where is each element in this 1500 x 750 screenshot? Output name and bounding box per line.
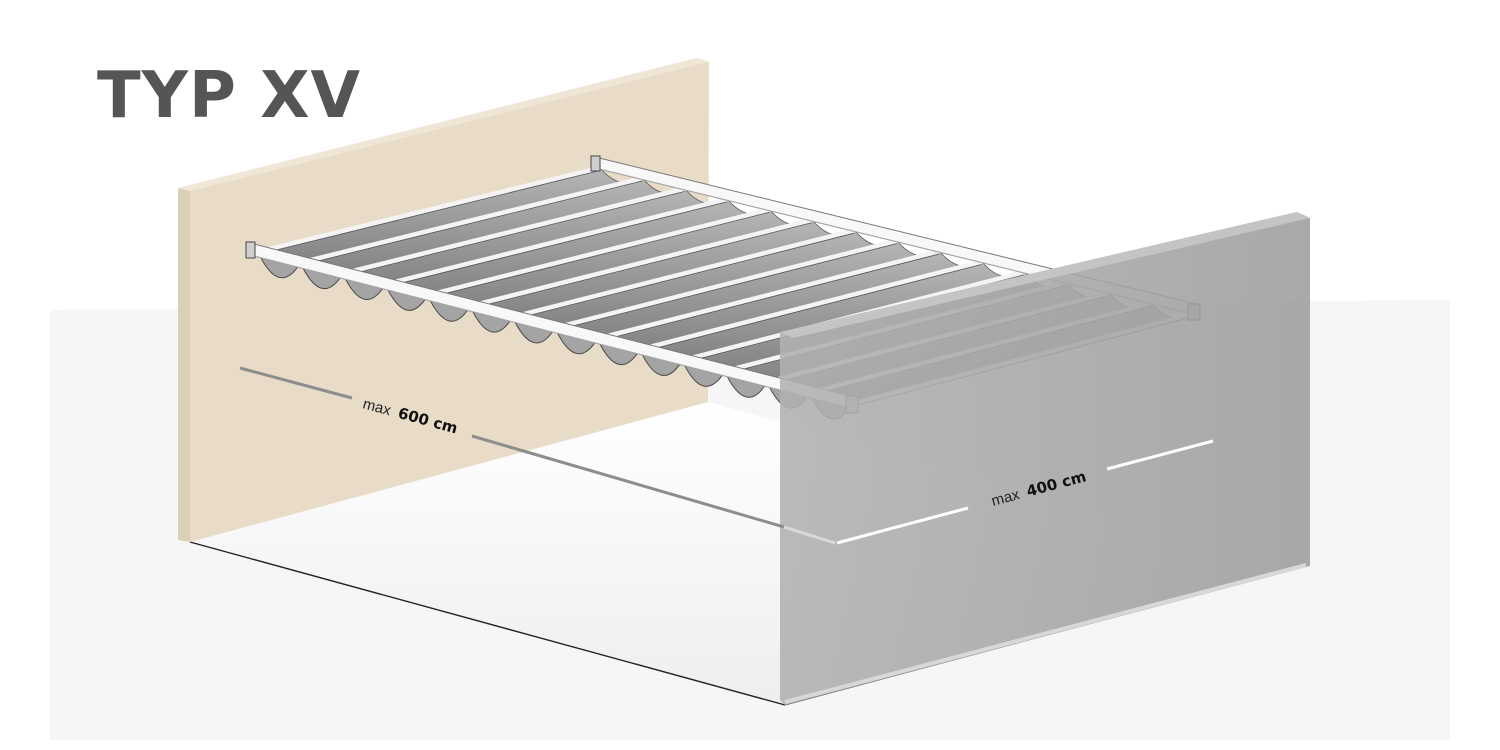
dimension-width-line-b — [1106, 439, 1214, 471]
slat-profile-bar — [554, 238, 898, 331]
slat-profile-bar — [639, 259, 983, 353]
rail-end-cap-front-left — [245, 241, 256, 259]
dimension-width-line-a — [836, 506, 969, 545]
left-wall-edge — [178, 188, 190, 542]
slat-profile-bar — [384, 196, 728, 287]
slat-profile-bar-edge — [385, 201, 728, 288]
slat-profile-bar — [596, 249, 941, 342]
front-rail-underside — [249, 254, 859, 411]
dimension-width-prefix: max — [990, 486, 1022, 510]
slat-profile-bar — [427, 207, 771, 298]
slat-profile-bar-edge — [470, 222, 813, 310]
rail-end-cap-back-left — [590, 155, 601, 172]
dimension-length-line-b — [471, 434, 785, 529]
slat-profile-bar-edge — [300, 180, 643, 266]
slat-profile-bar-edge — [342, 190, 685, 277]
slat-profile-bar-edge — [257, 170, 601, 255]
slat-profile-bar-edge — [554, 243, 898, 331]
dimension-length-prefix: max — [361, 395, 393, 419]
slat-profile-bar — [299, 176, 644, 266]
slat-profile-bar-edge — [427, 211, 770, 299]
right-wall-base — [784, 563, 1307, 704]
slat-profile-bar — [469, 217, 813, 309]
slat-profile-bar — [257, 165, 601, 255]
page-title: TYP XV — [97, 59, 361, 133]
dimension-length-line-c — [783, 525, 836, 545]
slat-profile-bar-edge — [639, 263, 982, 353]
right-wall-face — [780, 212, 1310, 705]
slat-profile-bar-edge — [597, 253, 940, 342]
left-wall-top — [178, 58, 709, 191]
slat-profile-bar — [511, 228, 856, 320]
dimension-length-line-a — [239, 366, 353, 400]
right-wall-top — [780, 212, 1310, 338]
floor-edge — [189, 541, 786, 706]
slat-profile-bar-edge — [512, 232, 855, 321]
slat-profile-bar — [342, 186, 686, 277]
